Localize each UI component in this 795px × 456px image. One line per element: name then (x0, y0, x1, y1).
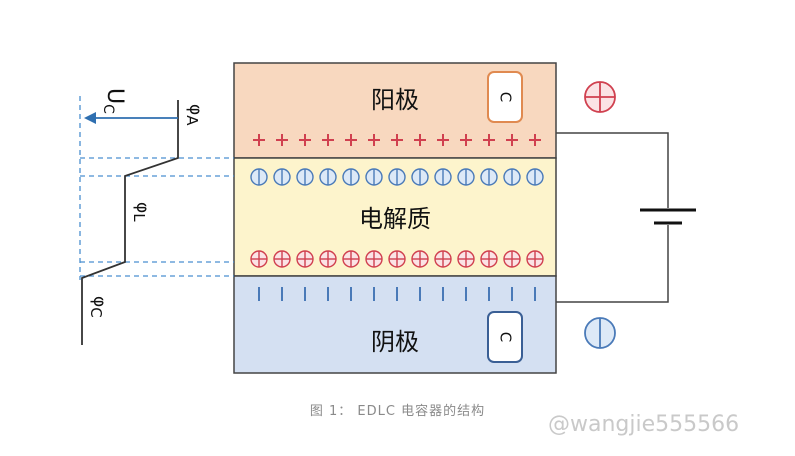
negative-ion (411, 168, 429, 186)
positive-ion (434, 250, 452, 268)
plus-charge (299, 134, 311, 146)
plus-charge (391, 134, 403, 146)
plus-charge (322, 134, 334, 146)
anode-plus-row (253, 134, 541, 146)
negative-ion (365, 168, 383, 186)
negative-ion (388, 168, 406, 186)
anode-label: 阳极 (371, 86, 419, 114)
positive-ion (457, 250, 475, 268)
plus-charge (483, 134, 495, 146)
plus-charge (414, 134, 426, 146)
watermark: @wangjie555566 (548, 412, 740, 437)
negative-ion (434, 168, 452, 186)
figure-caption: 图 1： EDLC 电容器的结构 (309, 404, 486, 419)
electrolyte-minus-row (250, 168, 544, 186)
plus-charge (276, 134, 288, 146)
positive-ion (388, 250, 406, 268)
positive-ion (365, 250, 383, 268)
negative-ion (250, 168, 268, 186)
negative-ion (503, 168, 521, 186)
phi-l-label: φL (130, 202, 152, 222)
external-circuit (556, 132, 669, 303)
negative-ion (457, 168, 475, 186)
potential-profile-line (81, 100, 179, 345)
positive-ion (342, 250, 360, 268)
battery-symbol (640, 208, 696, 225)
electrolyte-plus-row (250, 250, 544, 268)
positive-terminal-icon (584, 81, 616, 113)
plus-charge (345, 134, 357, 146)
negative-ion (319, 168, 337, 186)
positive-ion (503, 250, 521, 268)
positive-ion (319, 250, 337, 268)
plus-charge (253, 134, 265, 146)
phi-a-label: φA (183, 104, 205, 126)
dashed-guides (79, 96, 234, 280)
negative-ion (480, 168, 498, 186)
cathode-carbon-label: C (497, 332, 515, 342)
anode-carbon-label: C (497, 92, 515, 102)
plus-charge (437, 134, 449, 146)
positive-ion (250, 250, 268, 268)
plus-charge (529, 134, 541, 146)
plus-charge (506, 134, 518, 146)
phi-c-label: φC (87, 296, 109, 318)
negative-terminal-icon (584, 317, 616, 349)
positive-ion (411, 250, 429, 268)
uc-label: UC (100, 88, 127, 114)
positive-ion (273, 250, 291, 268)
uc-arrow (84, 112, 178, 124)
plus-charge (460, 134, 472, 146)
plus-charge (368, 134, 380, 146)
electrolyte-label: 电解质 (359, 205, 431, 233)
negative-ion (296, 168, 314, 186)
cathode-minus-row (258, 287, 536, 301)
negative-ion (273, 168, 291, 186)
anode-carbon-box: C (487, 71, 523, 123)
cathode-carbon-box: C (487, 311, 523, 363)
negative-ion (342, 168, 360, 186)
positive-ion (296, 250, 314, 268)
cathode-label: 阴极 (371, 328, 419, 356)
positive-ion (480, 250, 498, 268)
negative-ion (526, 168, 544, 186)
positive-ion (526, 250, 544, 268)
